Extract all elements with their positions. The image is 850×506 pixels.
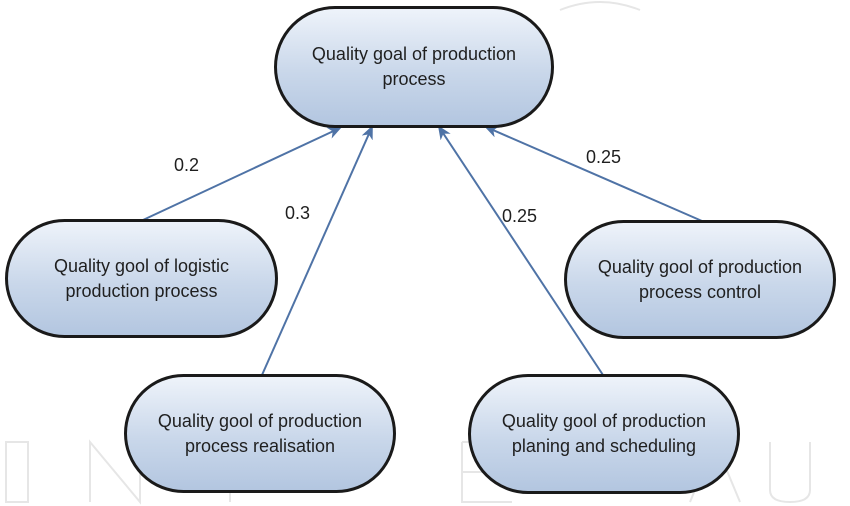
logistic-node: Quality gool of logistic production proc… <box>5 219 278 338</box>
control-node: Quality gool of production process contr… <box>564 220 836 339</box>
logistic-node-label: Quality gool of logistic production proc… <box>53 255 230 301</box>
weight-realisation: 0.3 <box>285 203 311 223</box>
goal-node-label: Quality goal of production process <box>311 44 517 89</box>
goal-node: Quality goal of production process <box>274 6 554 128</box>
edge-planning-to-goal <box>437 125 604 376</box>
realisation-node: Quality gool of production process reali… <box>124 374 396 493</box>
realisation-node-label: Quality gool of production process reali… <box>157 410 363 456</box>
weight-logistic: 0.2 <box>174 155 200 175</box>
weight-planning: 0.25 <box>502 206 538 226</box>
edge-control-to-goal <box>484 126 703 222</box>
control-node-label: Quality gool of production process contr… <box>597 256 803 302</box>
edge-realisation-to-goal <box>261 125 373 376</box>
edge-logistic-to-goal <box>142 127 342 221</box>
planning-node: Quality gool of production planing and s… <box>468 374 740 494</box>
planning-node-label: Quality gool of production planing and s… <box>501 411 707 456</box>
weight-control: 0.25 <box>586 147 622 167</box>
